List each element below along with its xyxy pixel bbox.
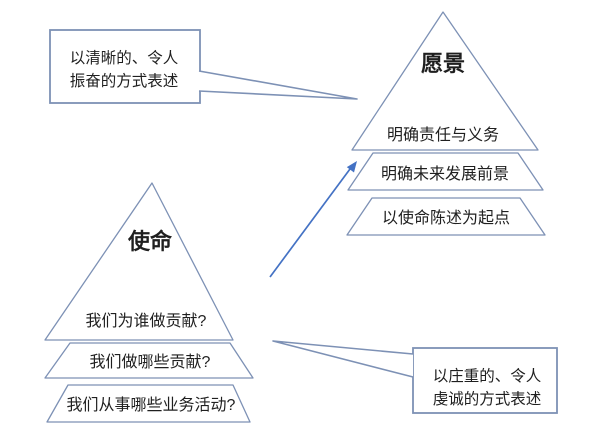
mission-band-3 bbox=[46, 384, 251, 423]
mission-callout-tail bbox=[272, 340, 414, 378]
vision-callout-line-1: 以清晰的、令人 bbox=[70, 49, 179, 67]
mission-level-3-label: 我们从事哪些业务活动? bbox=[67, 396, 236, 414]
vision-callout-tail bbox=[198, 70, 358, 100]
vision-triangle bbox=[351, 11, 539, 151]
mission-triangle bbox=[44, 182, 234, 341]
mission-title: 使命 bbox=[127, 229, 173, 254]
vision-level-2-label: 明确未来发展前景 bbox=[381, 165, 509, 183]
vision-level-1-label: 明确责任与义务 bbox=[387, 126, 499, 144]
vision-title: 愿景 bbox=[421, 51, 465, 76]
vision-pyramid: 愿景 明确责任与义务 明确未来发展前景 以使命陈述为起点 bbox=[346, 11, 546, 236]
arrow-head-icon bbox=[346, 161, 357, 173]
mission-to-vision-arrow bbox=[269, 161, 357, 278]
arrow-shaft bbox=[269, 168, 351, 278]
mission-pyramid: 使命 我们为谁做贡献? 我们做哪些贡献? 我们从事哪些业务活动? bbox=[44, 182, 254, 423]
mission-callout: 以庄重的、令人 虔诚的方式表述 bbox=[272, 340, 558, 414]
mission-level-2-label: 我们做哪些贡献? bbox=[90, 353, 211, 371]
mission-callout-line-1: 以庄重的、令人 bbox=[433, 367, 542, 385]
mission-level-1-label: 我们为谁做贡献? bbox=[86, 312, 207, 330]
mission-band-2 bbox=[44, 342, 254, 379]
vision-callout: 以清晰的、令人 振奋的方式表述 bbox=[49, 29, 358, 104]
mission-callout-line-2: 虔诚的方式表述 bbox=[433, 390, 542, 408]
vision-level-3-label: 以使命陈述为起点 bbox=[382, 209, 510, 227]
vision-callout-box bbox=[49, 29, 201, 104]
vision-band-2 bbox=[347, 152, 544, 191]
vision-callout-line-2: 振奋的方式表述 bbox=[70, 72, 179, 90]
vision-band-3 bbox=[346, 197, 546, 236]
mission-callout-box bbox=[412, 347, 558, 414]
